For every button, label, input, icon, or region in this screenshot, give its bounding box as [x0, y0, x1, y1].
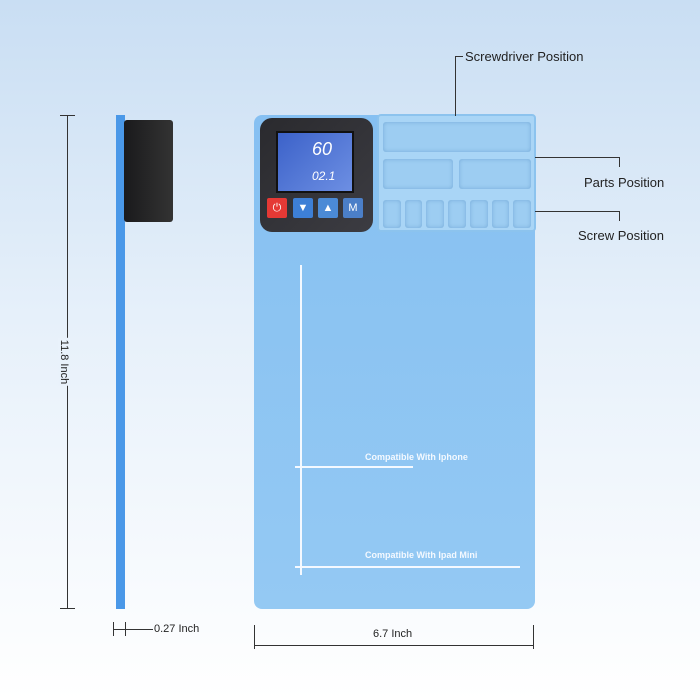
screwdriver-slot: [383, 122, 531, 152]
parts-slot: [383, 159, 453, 189]
guide-ipad: [295, 566, 520, 568]
down-button[interactable]: ▼: [293, 198, 313, 218]
height-label: 11.8 Inch: [58, 337, 71, 387]
width-label: 6.7 Inch: [373, 628, 413, 640]
width-dimension-line: [254, 645, 534, 646]
side-view-pad: [116, 115, 125, 609]
lcd-display: 60 02.1: [276, 131, 354, 193]
dim-tick: [533, 625, 534, 649]
screw-label: Screw Position: [578, 228, 664, 243]
temp-readout: 60: [312, 139, 333, 159]
power-button[interactable]: ⏻: [267, 198, 287, 218]
leader-line: [619, 211, 620, 221]
dim-tick: [254, 625, 255, 649]
leader-line: [619, 157, 620, 167]
parts-label: Parts Position: [584, 175, 665, 190]
leader-line: [455, 56, 463, 57]
ipad-label: Compatible With Ipad Mini: [365, 550, 478, 560]
mode-button[interactable]: M: [343, 198, 363, 218]
screw-slots: [383, 200, 532, 228]
time-readout: 02.1: [312, 169, 336, 183]
side-view-controller: [124, 120, 173, 222]
leader-line: [535, 211, 620, 212]
leader-line: [455, 56, 456, 116]
screwdriver-label: Screwdriver Position: [465, 49, 584, 64]
dim-tick: [60, 115, 75, 116]
iphone-label: Compatible With Iphone: [365, 452, 468, 462]
parts-slot: [459, 159, 531, 189]
guide-vertical: [300, 265, 302, 575]
leader-line: [535, 157, 620, 158]
thickness-label: 0.27 Inch: [154, 623, 200, 635]
parts-tray: [377, 114, 536, 232]
controller: 60 02.1 ⏻ ▼ ▲ M: [260, 118, 373, 232]
up-button[interactable]: ▲: [318, 198, 338, 218]
dim-tick: [60, 608, 75, 609]
thickness-line: [113, 629, 153, 630]
guide-iphone: [295, 466, 413, 468]
